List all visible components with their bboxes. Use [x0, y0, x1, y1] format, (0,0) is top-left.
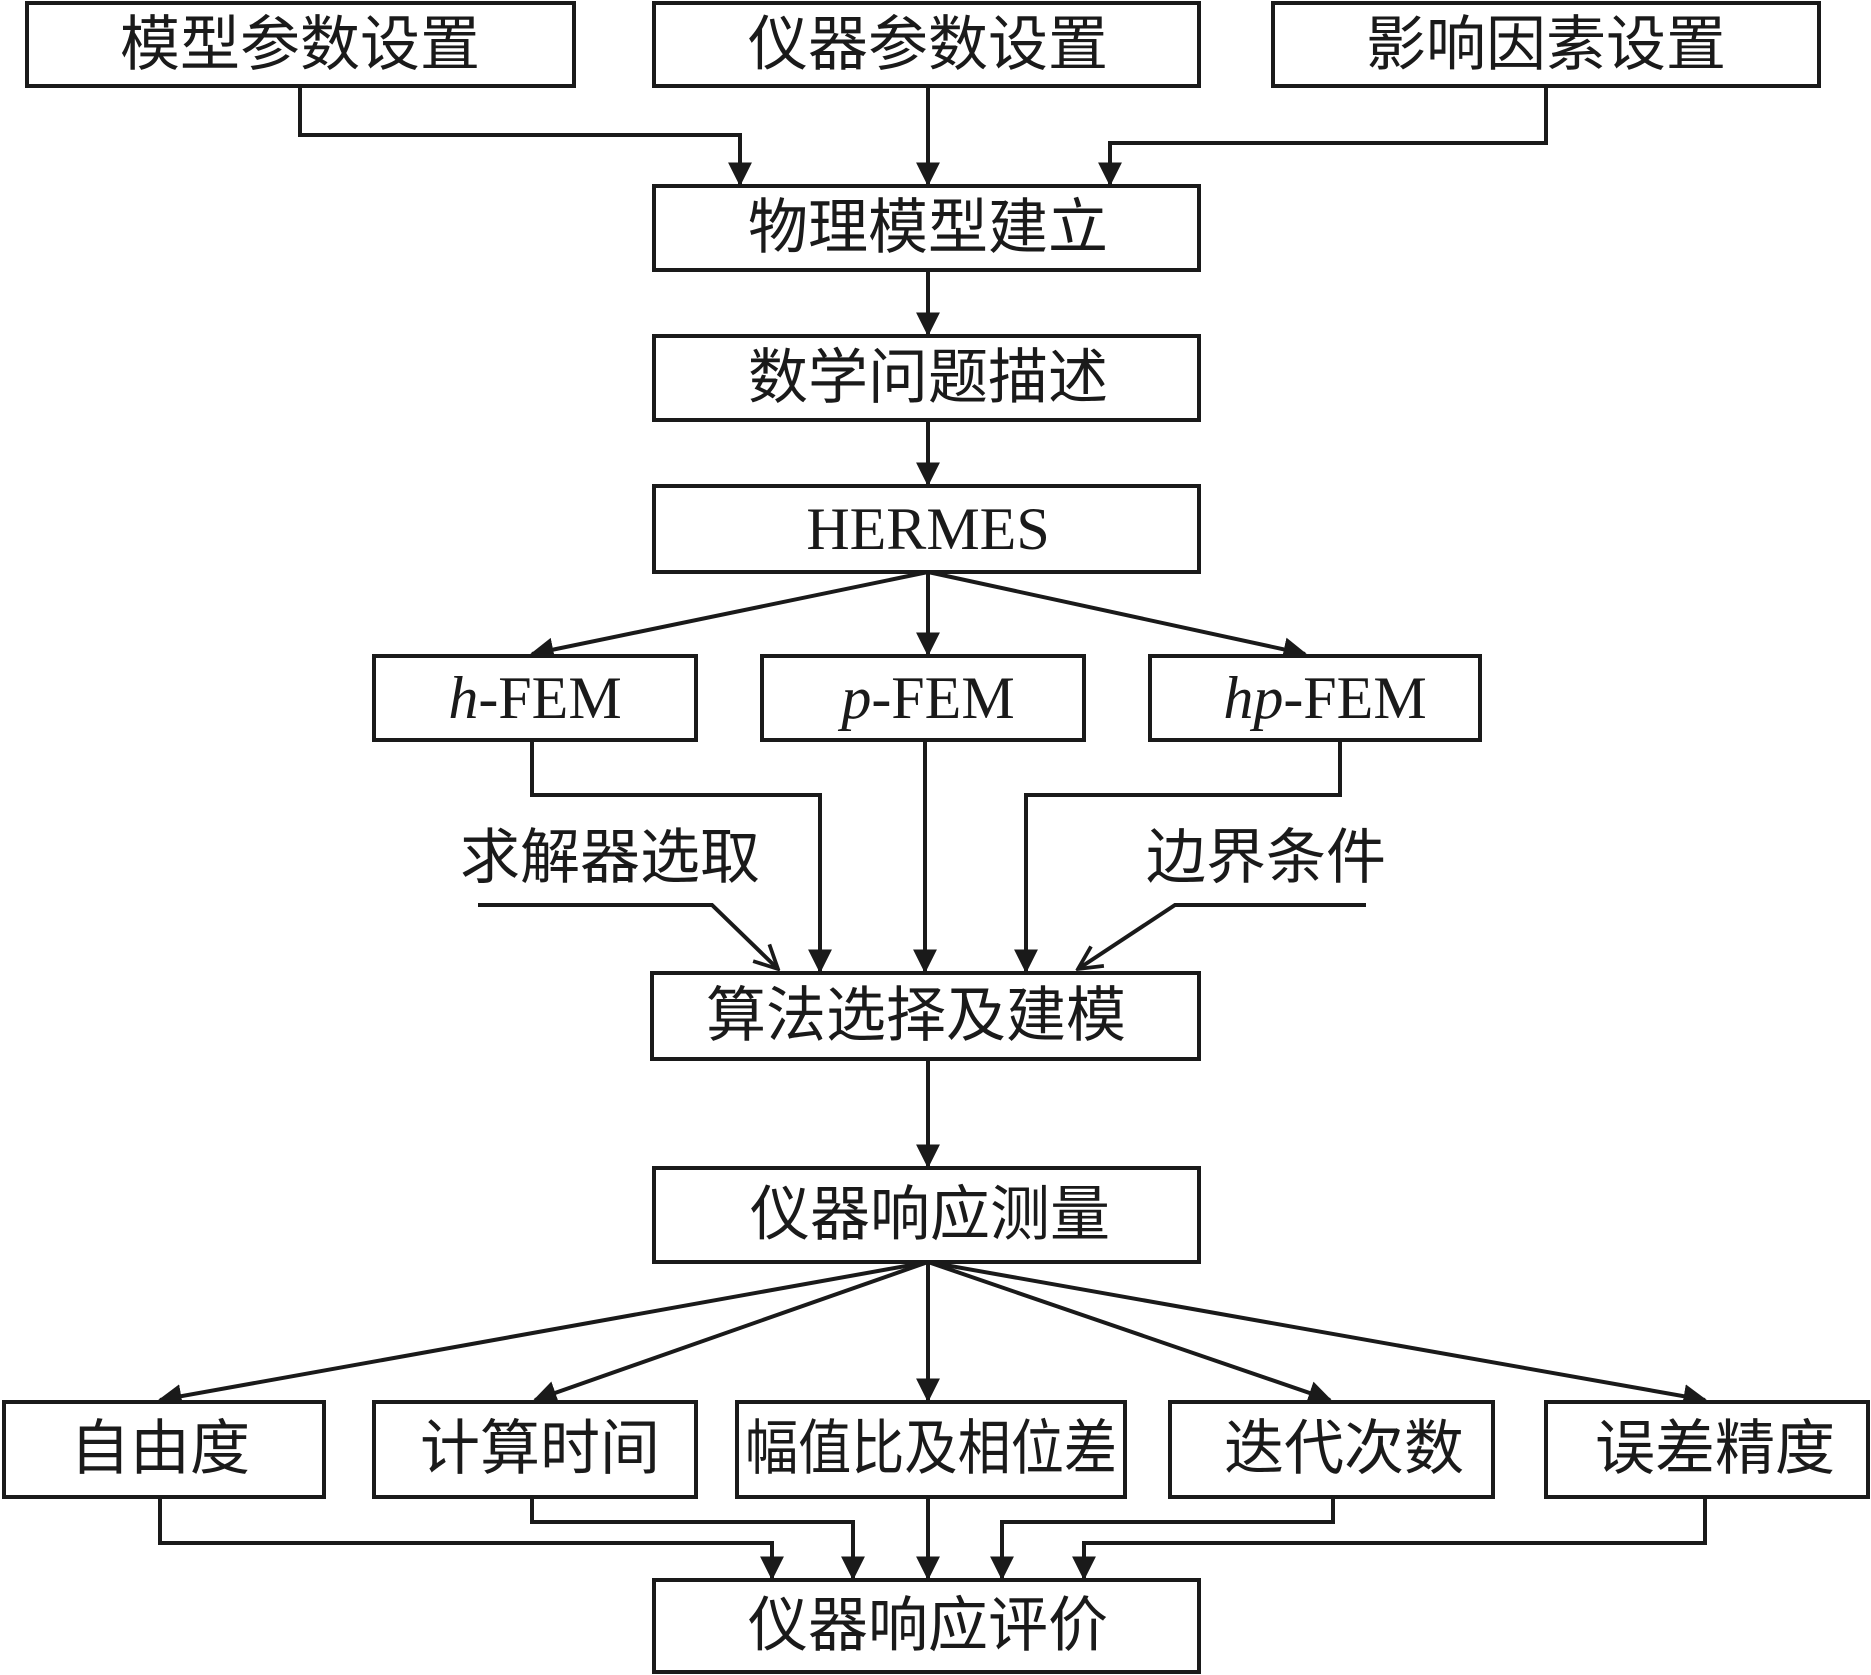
node-response-evaluation: 仪器响应评价 — [652, 1578, 1201, 1674]
node-influence-factors: 影响因素设置 — [1271, 1, 1821, 88]
node-hp-fem: hp-FEM — [1148, 654, 1482, 742]
arrow-measurement-to-compute-time — [532, 1260, 929, 1405]
node-response-evaluation-label: 仪器响应评价 — [748, 1591, 1108, 1661]
node-h-fem: h-FEM — [372, 654, 698, 742]
node-metric-error-precision: 误差精度 — [1544, 1400, 1870, 1499]
boundary-conditions-label: 边界条件 — [1146, 823, 1386, 893]
node-math-description: 数学问题描述 — [652, 334, 1201, 422]
hp-fem-suffix: -FEM — [1283, 665, 1426, 731]
node-math-description-label: 数学问题描述 — [748, 343, 1108, 413]
arrow-boundary-conditions-to-algorithm — [1078, 903, 1366, 969]
node-model-params-label: 模型参数设置 — [120, 10, 480, 80]
node-algorithm-modeling-label: 算法选择及建模 — [706, 981, 1126, 1051]
arrow-h-fem-to-algorithm — [530, 740, 832, 974]
metric-iterations-label: 迭代次数 — [1224, 1414, 1464, 1484]
arrow-iterations-to-evaluation — [990, 1497, 1335, 1581]
arrow-measurement-to-error-precision — [927, 1260, 1708, 1409]
node-p-fem-label: p-FEM — [837, 665, 1014, 731]
arrow-influence-factors-to-physical-model — [1098, 86, 1548, 187]
node-physical-model-label: 物理模型建立 — [748, 193, 1108, 263]
p-fem-prefix: p — [837, 665, 871, 731]
arrow-dof-to-evaluation — [158, 1497, 784, 1581]
node-hp-fem-label: hp-FEM — [1223, 665, 1426, 731]
p-fem-suffix: -FEM — [871, 665, 1014, 731]
h-fem-prefix: h — [448, 665, 478, 731]
metric-error-precision-label: 误差精度 — [1595, 1414, 1835, 1484]
node-metric-dof: 自由度 — [2, 1400, 326, 1499]
node-hermes: HERMES — [652, 484, 1201, 574]
node-instrument-params-label: 仪器参数设置 — [748, 10, 1108, 80]
h-fem-suffix: -FEM — [478, 665, 621, 731]
node-metric-compute-time: 计算时间 — [372, 1400, 698, 1499]
node-response-measurement-label: 仪器响应测量 — [750, 1180, 1110, 1250]
arrow-compute-time-to-evaluation — [530, 1497, 865, 1581]
arrow-solver-selection-to-algorithm — [478, 903, 778, 969]
node-response-measurement: 仪器响应测量 — [652, 1166, 1201, 1264]
arrow-error-precision-to-evaluation — [1072, 1497, 1707, 1581]
arrow-hermes-to-h-fem — [529, 570, 929, 662]
arrow-measurement-to-iterations — [927, 1260, 1333, 1405]
node-metric-amplitude-phase: 幅值比及相位差 — [735, 1400, 1127, 1499]
node-model-params: 模型参数设置 — [25, 1, 576, 88]
node-influence-factors-label: 影响因素设置 — [1366, 10, 1726, 80]
arrow-model-params-to-physical-model — [298, 86, 752, 187]
node-algorithm-modeling: 算法选择及建模 — [650, 971, 1201, 1061]
metric-amplitude-phase-label: 幅值比及相位差 — [745, 1414, 1117, 1484]
arrow-hermes-to-hp-fem — [927, 570, 1308, 662]
node-hermes-label: HERMES — [806, 496, 1049, 562]
arrow-measurement-to-dof — [157, 1260, 929, 1408]
node-metric-iterations: 迭代次数 — [1168, 1400, 1495, 1499]
hp-fem-prefix: hp — [1223, 665, 1283, 731]
metric-dof-label: 自由度 — [70, 1414, 250, 1484]
node-p-fem: p-FEM — [760, 654, 1086, 742]
node-physical-model: 物理模型建立 — [652, 184, 1201, 272]
node-h-fem-label: h-FEM — [448, 665, 621, 731]
arrow-hp-fem-to-algorithm — [1014, 740, 1342, 974]
node-instrument-params: 仪器参数设置 — [652, 1, 1201, 88]
connectors — [157, 86, 1708, 1581]
metric-compute-time-label: 计算时间 — [420, 1414, 660, 1484]
solver-selection-label: 求解器选取 — [460, 823, 760, 893]
